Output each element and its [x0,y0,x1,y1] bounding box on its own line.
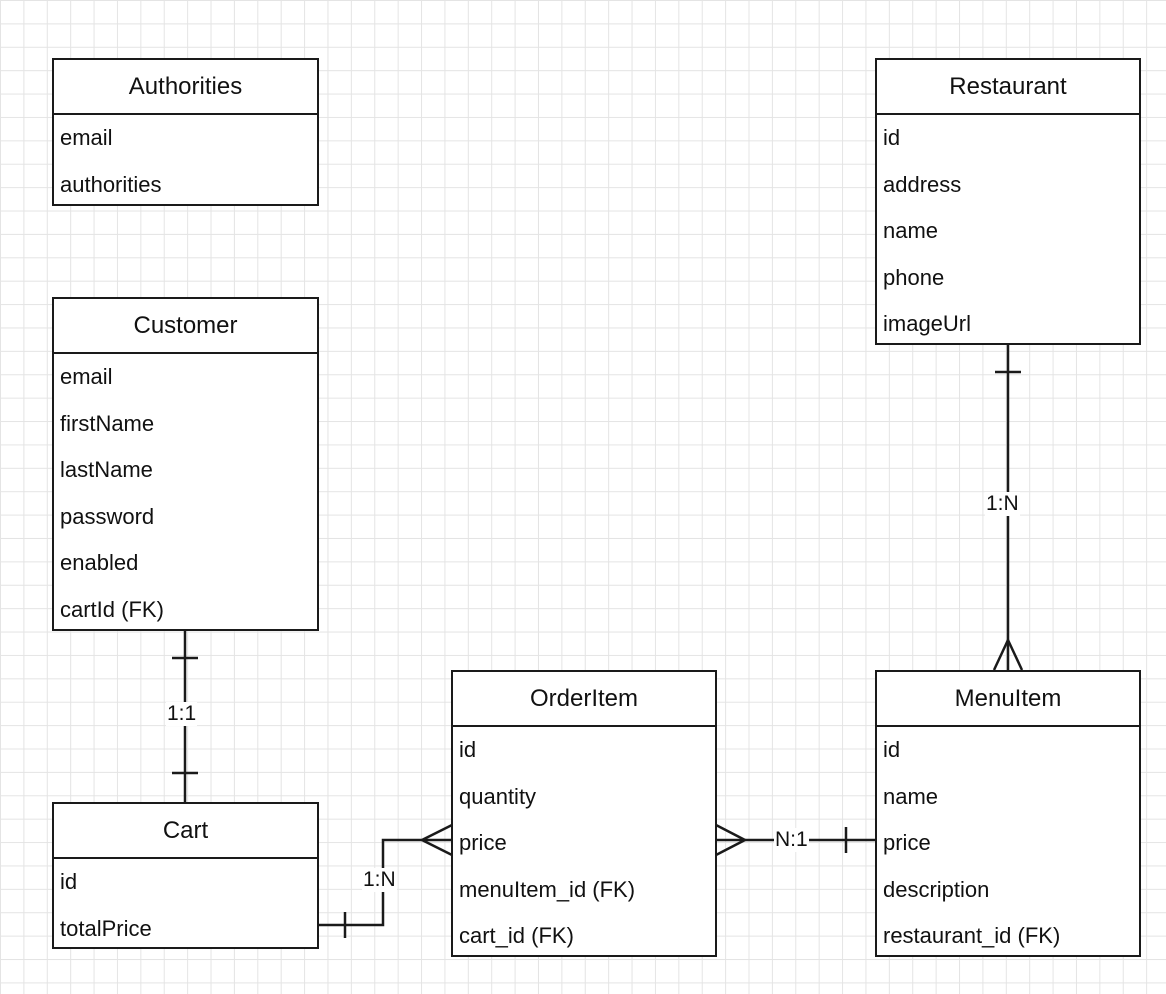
entity-authorities[interactable]: Authorities email authorities [52,58,319,206]
field-totalprice: totalPrice [60,915,152,941]
entity-restaurant[interactable]: Restaurant id address name phone imageUr… [875,58,1141,345]
orderitem-menuitem-crowfoot-a [715,823,746,842]
field-cartid-fk: cartId (FK) [60,596,164,622]
field-id: id [60,869,78,894]
field-description: description [883,876,990,902]
field-restaurant-id-fk: restaurant_id (FK) [883,923,1061,948]
customer-cart-label: 1:1 [166,702,198,726]
field-phone: phone [883,264,945,290]
cart-orderitem-crowfoot-b [421,838,453,857]
field-enabled: enabled [60,550,139,575]
field-email: email [60,125,113,150]
field-password: password [60,503,155,529]
entity-menuitem[interactable]: MenuItem id name price description resta… [875,670,1141,957]
field-menuitem-id-fk: menuItem_id (FK) [459,876,636,902]
entity-title: Customer [54,299,317,354]
field-id: id [459,737,477,762]
field-quantity: quantity [459,783,537,809]
field-id: id [883,737,901,762]
restaurant-menuitem-label: 1:N [985,492,1020,516]
orderitem-menuitem-crowfoot-b [715,838,746,857]
field-email: email [60,364,113,389]
entity-cart[interactable]: Cart id totalPrice [52,802,319,949]
field-name: name [883,218,939,243]
field-imageurl: imageUrl [883,311,972,336]
field-authorities: authorities [60,171,162,197]
field-price: price [459,830,507,855]
field-name: name [883,783,939,809]
entity-orderitem[interactable]: OrderItem id quantity price menuItem_id … [451,670,717,957]
restaurant-menuitem-crowfoot-a [992,639,1010,671]
entity-title: Authorities [54,60,317,115]
entity-title: Cart [54,804,317,859]
field-id: id [883,125,901,150]
orderitem-menuitem-label: N:1 [774,828,809,852]
restaurant-menuitem-crowfoot-b [1006,639,1024,671]
entity-customer[interactable]: Customer email firstName lastName passwo… [52,297,319,631]
field-price: price [883,830,931,855]
entity-title: OrderItem [453,672,715,727]
field-lastname: lastName [60,457,153,482]
field-cart-id-fk: cart_id (FK) [459,923,574,948]
field-firstname: firstName [60,410,155,436]
entity-title: MenuItem [877,672,1139,727]
cart-orderitem-label: 1:N [362,868,397,892]
cart-orderitem-crowfoot-a [421,823,453,842]
entity-title: Restaurant [877,60,1139,115]
field-address: address [883,171,962,197]
